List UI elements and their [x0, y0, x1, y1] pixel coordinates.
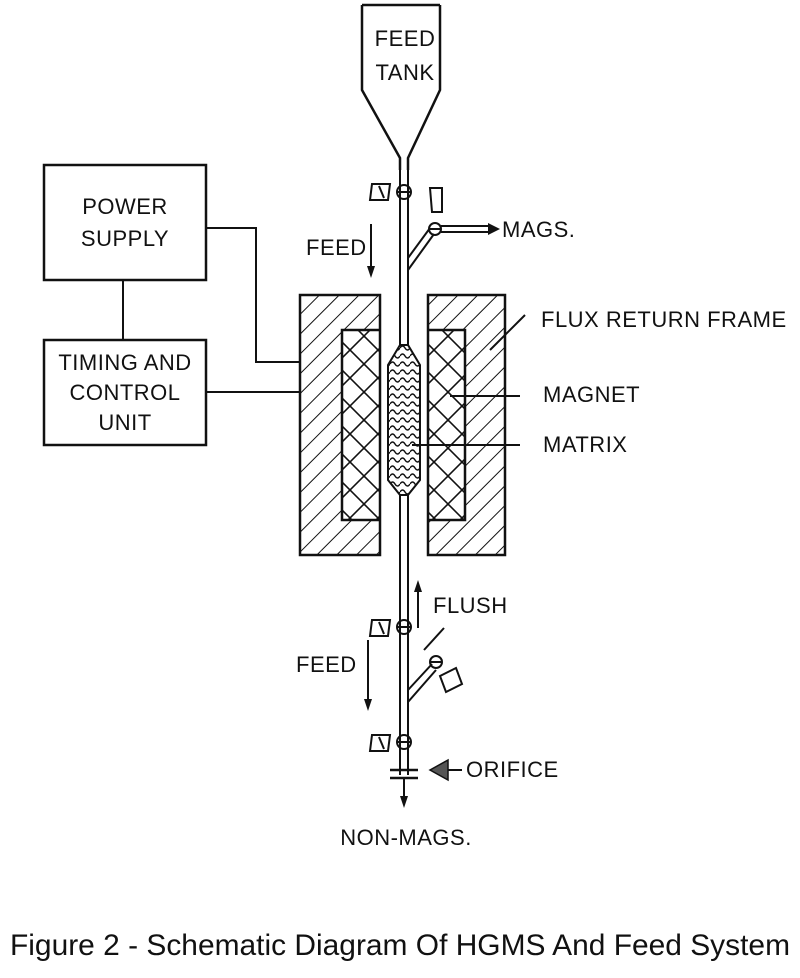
flush-label: FLUSH: [433, 593, 508, 618]
bottom-valve: [368, 734, 412, 752]
magnet-coils: [341, 329, 466, 521]
main-pipe: [399, 170, 409, 775]
flux-return-frame-label: FLUX RETURN FRAME: [541, 307, 787, 332]
lower-feed-valve: [368, 619, 412, 637]
power-supply-label-2: SUPPLY: [81, 226, 169, 251]
feed-bottom-label: FEED: [296, 652, 357, 677]
non-mags-label: NON-MAGS.: [340, 825, 472, 850]
feed-bottom-arrow: FEED: [296, 640, 372, 711]
lower-branch: [407, 627, 464, 703]
orifice: ORIFICE: [390, 757, 559, 808]
feed-tank-label-1: FEED: [375, 26, 436, 51]
figure-caption: Figure 2 - Schematic Diagram Of HGMS And…: [10, 929, 790, 962]
mags-label: MAGS.: [502, 217, 575, 242]
feed-top-label: FEED: [306, 235, 367, 260]
feed-tank-label-2: TANK: [375, 60, 434, 85]
mags-branch: MAGS.: [407, 187, 575, 271]
callouts: FLUX RETURN FRAME MAGNET MATRIX: [412, 307, 787, 457]
top-feed-valve: [368, 183, 412, 201]
timing-label-3: UNIT: [98, 410, 151, 435]
wiring: [122, 227, 300, 393]
matrix-label: MATRIX: [543, 432, 627, 457]
timing-label-2: CONTROL: [69, 380, 180, 405]
power-supply-box: POWER SUPPLY: [42, 163, 208, 282]
timing-label-1: TIMING AND: [58, 350, 191, 375]
feed-tank: FEED TANK: [360, 3, 442, 170]
orifice-label: ORIFICE: [466, 757, 559, 782]
flush-arrow: FLUSH: [414, 580, 508, 628]
timing-control-box: TIMING AND CONTROL UNIT: [42, 338, 208, 447]
matrix-canister: [387, 344, 421, 496]
feed-top-arrow: FEED: [306, 224, 375, 278]
magnet-label: MAGNET: [543, 382, 640, 407]
power-supply-label-1: POWER: [82, 194, 168, 219]
